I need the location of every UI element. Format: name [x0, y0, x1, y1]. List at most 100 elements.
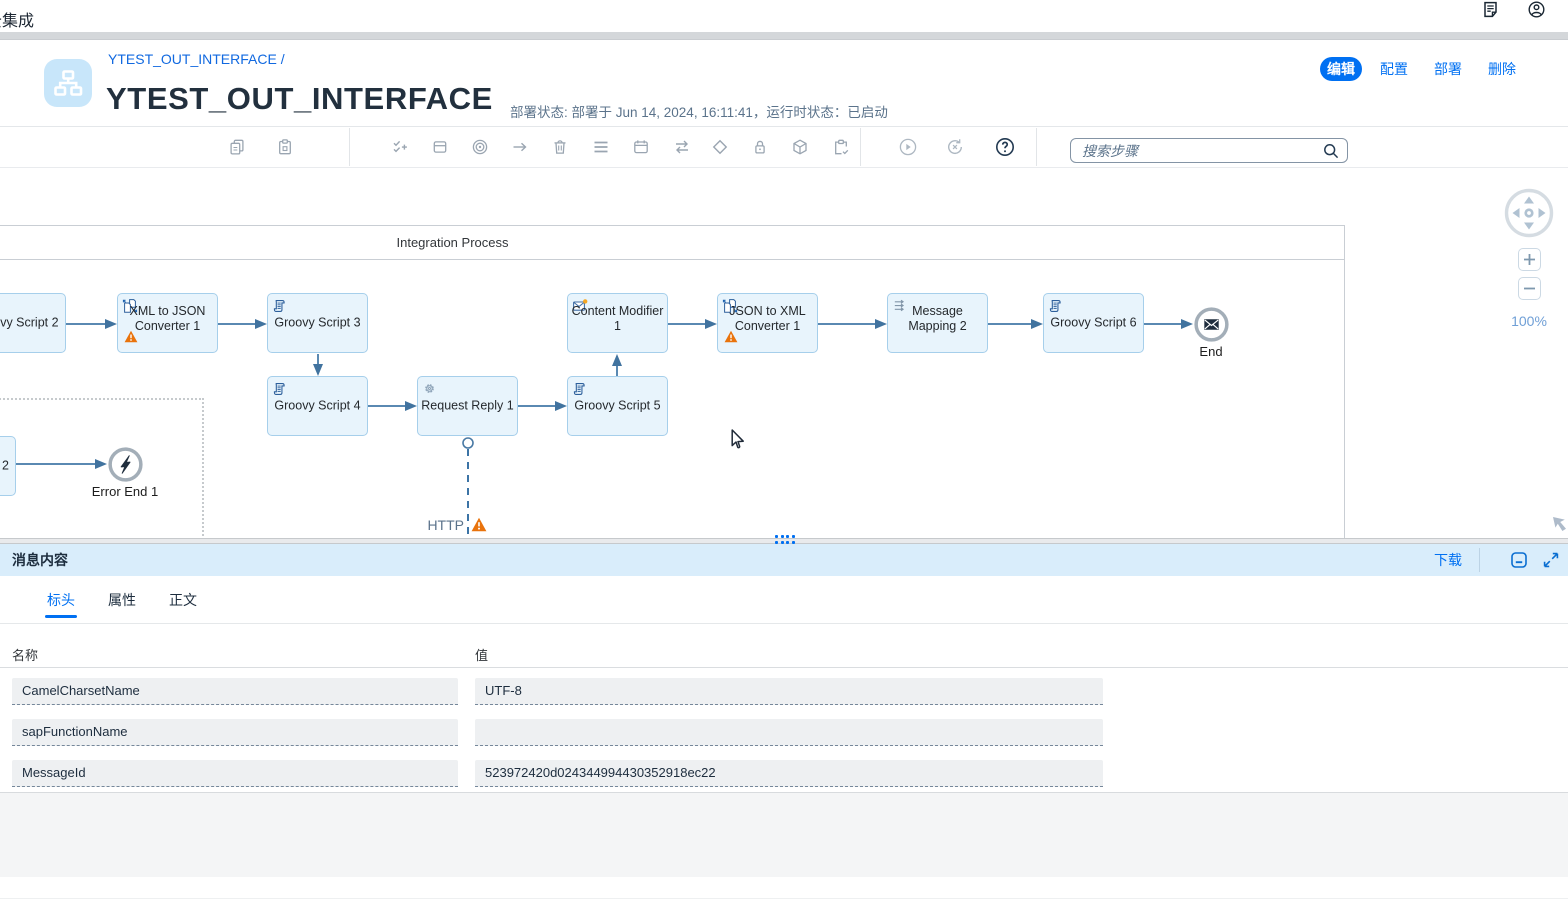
step-node-groovy-script-3[interactable]: Groovy Script 3 — [267, 293, 368, 353]
deploy-status-text: 部署状态: 部署于 Jun 14, 2024, 16:11:41，运行时状态：已… — [510, 105, 888, 120]
step-node-groovy-script-2[interactable]: Groovy Script 2 — [0, 293, 66, 353]
step-node-groovy-script-5[interactable]: Groovy Script 5 — [567, 376, 668, 436]
shell-divider-strip — [0, 32, 1568, 40]
step-node-request-reply-1[interactable]: Request Reply 1 — [417, 376, 518, 436]
step-node-message-mapping-2[interactable]: Message Mapping 2 — [887, 293, 988, 353]
clipboard-check-icon[interactable] — [833, 139, 850, 156]
step-node-label: JSON to XML Converter 1 — [729, 304, 806, 333]
page-title: YTEST_OUT_INTERFACE — [106, 81, 493, 116]
step-node-label: Request Reply 1 — [421, 398, 514, 413]
connector-protocol-label: HTTP — [427, 517, 464, 533]
edit-button[interactable]: 编辑 — [1320, 57, 1362, 81]
search-input[interactable] — [1071, 142, 1323, 159]
zoom-in-button[interactable] — [1518, 248, 1541, 271]
paste-icon[interactable] — [277, 139, 294, 156]
event-label: Error End 1 — [91, 484, 159, 499]
step-node-label: XML to JSON Converter 1 — [129, 304, 206, 333]
convert-icon — [722, 298, 738, 319]
participant-icon[interactable] — [432, 139, 449, 156]
copy-icon[interactable] — [229, 139, 246, 156]
step-node-groovy-script-6[interactable]: Groovy Script 6 — [1043, 293, 1144, 353]
step-node-label: Content Modifier 1 — [571, 304, 664, 333]
table-header-value: 值 — [475, 648, 489, 663]
integration-process-pool: Integration Process — [0, 225, 1345, 538]
script-icon — [272, 381, 287, 401]
delete-icon[interactable] — [552, 139, 569, 156]
header-value-cell — [475, 719, 1103, 746]
restart-icon[interactable] — [946, 138, 965, 157]
lock-icon[interactable] — [752, 139, 769, 156]
step-node-xml-to-json-converter-1[interactable]: XML to JSON Converter 1 — [117, 293, 218, 353]
table-bottom-divider — [0, 792, 1568, 793]
script-icon — [1048, 298, 1063, 318]
step-node-clipped-step-2[interactable]: 2 — [0, 436, 16, 496]
step-node-content-modifier-1[interactable]: Content Modifier 1 — [567, 293, 668, 353]
step-node-label: Groovy Script 4 — [274, 398, 361, 413]
table-header-name: 名称 — [12, 648, 39, 663]
step-search — [1070, 138, 1348, 163]
queue-icon[interactable] — [592, 138, 610, 156]
panel-header: 消息内容 下载 — [0, 544, 1568, 576]
event-label: End — [1199, 344, 1223, 359]
event-end[interactable] — [1193, 306, 1229, 342]
editor-toolbar — [0, 126, 1568, 168]
header-name-cell: sapFunctionName — [12, 719, 458, 746]
connector-arrow-icon[interactable] — [511, 138, 529, 156]
zoom-out-button[interactable] — [1518, 277, 1541, 300]
account-icon[interactable] — [1528, 1, 1545, 18]
configure-button[interactable]: 配置 — [1380, 61, 1408, 77]
delete-button[interactable]: 删除 — [1488, 61, 1516, 77]
play-icon[interactable] — [899, 138, 918, 157]
step-node-label: Groovy Script 3 — [274, 315, 361, 330]
shell-app-title: 云集成 — [0, 13, 35, 30]
notes-icon[interactable] — [1482, 1, 1499, 18]
router-icon[interactable] — [711, 138, 729, 156]
step-node-label: Groovy Script 2 — [0, 315, 59, 330]
header-value-cell: UTF-8 — [475, 678, 1103, 705]
pool-label: Integration Process — [396, 235, 509, 250]
exception-subprocess — [0, 398, 204, 538]
event-error-end-1[interactable] — [107, 446, 143, 482]
warning-icon — [124, 330, 138, 348]
canvas-pan-control[interactable] — [1504, 188, 1554, 243]
step-node-groovy-script-4[interactable]: Groovy Script 4 — [267, 376, 368, 436]
splitter-grip[interactable] — [775, 535, 795, 546]
minimize-icon[interactable] — [1510, 551, 1528, 569]
tab-headers[interactable]: 标头 — [45, 576, 77, 624]
deploy-button[interactable]: 部署 — [1434, 61, 1462, 77]
panel-tools-separator — [1479, 548, 1480, 572]
search-icon[interactable] — [1323, 143, 1339, 159]
step-node-label: 2 — [2, 458, 9, 473]
header-name-cell: MessageId — [12, 760, 458, 787]
pool-title-band: Integration Process — [0, 226, 1344, 260]
swap-icon[interactable] — [673, 138, 691, 156]
tab-properties[interactable]: 属性 — [108, 591, 136, 608]
mapping-icon — [892, 298, 907, 318]
zoom-level-label: 100% — [1511, 313, 1547, 329]
iflow-canvas[interactable]: Integration Process Groovy Script 2 XML t… — [0, 168, 1568, 538]
shell-bar: 云集成 — [0, 0, 1568, 32]
step-node-label: Groovy Script 5 — [574, 398, 661, 413]
warning-icon — [724, 330, 738, 348]
header-value-cell: 523972420d024344994430352918ec22 — [475, 760, 1103, 787]
tab-body[interactable]: 正文 — [169, 591, 197, 608]
message-content-panel: 消息内容 下载 标头 属性 正文 名称 值 — [0, 544, 1568, 907]
help-icon[interactable] — [995, 137, 1015, 157]
download-button[interactable]: 下载 — [1434, 552, 1462, 568]
convert-icon — [122, 298, 138, 319]
clipped-pointer-icon — [1551, 515, 1568, 537]
panel-splitter[interactable] — [0, 538, 1568, 544]
package-icon[interactable] — [791, 138, 809, 156]
iflow-header: YTEST_OUT_INTERFACE / YTEST_OUT_INTERFAC… — [0, 40, 1568, 126]
step-node-label: Groovy Script 6 — [1050, 315, 1137, 330]
target-icon[interactable] — [471, 138, 489, 156]
panel-faint-divider — [0, 898, 1568, 899]
iflow-tile-icon — [44, 59, 92, 107]
validate-add-icon[interactable] — [391, 138, 409, 156]
timer-icon[interactable] — [632, 138, 650, 156]
breadcrumb[interactable]: YTEST_OUT_INTERFACE / — [108, 51, 285, 67]
expand-icon[interactable] — [1542, 551, 1560, 569]
step-node-json-to-xml-converter-1[interactable]: JSON to XML Converter 1 — [717, 293, 818, 353]
table-header-divider — [0, 667, 1568, 668]
